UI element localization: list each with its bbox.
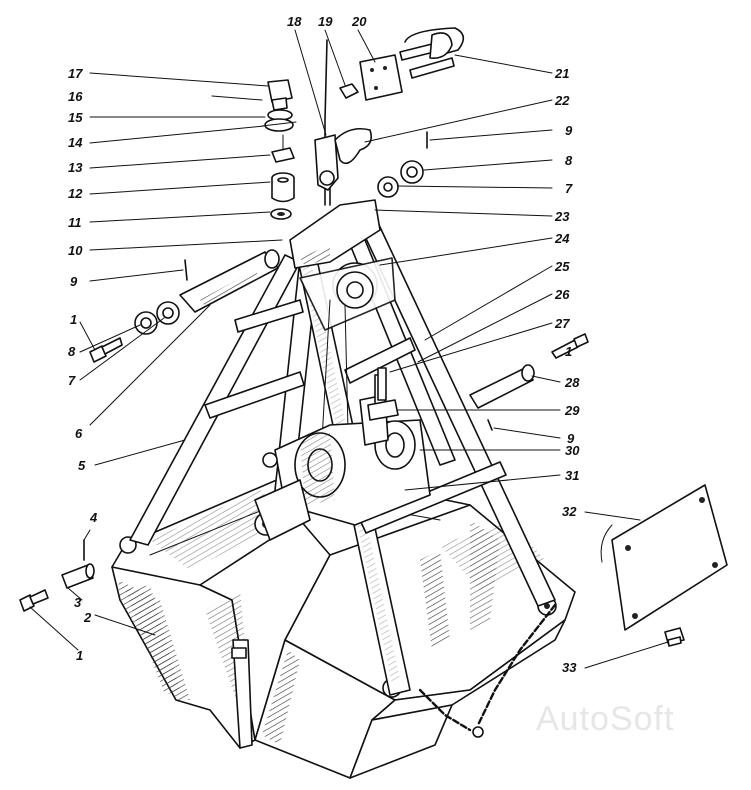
callout-7-left: 7 <box>68 373 76 388</box>
safety-chain <box>418 603 557 738</box>
callout-24: 24 <box>554 231 570 246</box>
callout-17: 17 <box>68 66 83 81</box>
part-6-axle <box>179 249 280 313</box>
callout-12: 12 <box>68 186 83 201</box>
part-27-bolt <box>377 367 387 401</box>
part-1-bolt-right <box>551 333 589 359</box>
callout-33: 33 <box>562 660 577 675</box>
callout-3: 3 <box>74 595 82 610</box>
callout-13: 13 <box>68 160 83 175</box>
part-29-bracket <box>367 399 399 421</box>
part-21-u-bolt <box>399 27 465 79</box>
callout-26: 26 <box>554 287 570 302</box>
part-1-bolt-left <box>89 337 123 363</box>
callout-6: 6 <box>75 426 83 441</box>
part-32-plate <box>600 484 728 631</box>
part-19-nut <box>339 83 359 99</box>
part-3-pin <box>61 563 95 589</box>
callout-9-right-top: 9 <box>565 123 573 138</box>
callout-5: 5 <box>78 458 86 473</box>
part-7-washer-top <box>377 176 399 198</box>
callout-30: 30 <box>565 443 580 458</box>
part-9-pin-right <box>487 419 493 431</box>
callout-8-right: 8 <box>565 153 573 168</box>
watermark-text: AutoSoft <box>536 700 675 738</box>
callout-10: 10 <box>68 243 83 258</box>
callout-4: 4 <box>89 510 98 525</box>
callout-15: 15 <box>68 110 83 125</box>
callout-25: 25 <box>554 259 570 274</box>
callout-7-right: 7 <box>565 181 573 196</box>
callout-1-right: 1 <box>565 344 572 359</box>
part-12-bushing <box>271 172 295 203</box>
part-28-axle <box>469 364 535 409</box>
callout-1-bottom: 1 <box>76 648 83 663</box>
part-33-bolt <box>664 627 685 647</box>
callout-16: 16 <box>68 89 83 104</box>
callout-31: 31 <box>565 468 579 483</box>
callout-27: 27 <box>554 316 570 331</box>
part-15-washer <box>264 118 294 132</box>
callout-1-left: 1 <box>70 312 77 327</box>
callout-11: 11 <box>68 215 82 230</box>
callout-21: 21 <box>554 66 569 81</box>
leader-lines <box>29 29 669 669</box>
part-18-eye-bolt <box>314 134 339 191</box>
callout-9-right: 9 <box>567 431 575 446</box>
part-8-nut-top <box>400 160 424 184</box>
callout-29: 29 <box>564 403 580 418</box>
callout-14: 14 <box>68 135 83 150</box>
callout-19: 19 <box>318 14 333 29</box>
callout-8-left: 8 <box>68 344 76 359</box>
callout-20: 20 <box>351 14 367 29</box>
callout-32: 32 <box>562 504 577 519</box>
callout-2: 2 <box>83 610 92 625</box>
part-22-link <box>334 127 373 165</box>
part-17-bolt <box>267 79 293 111</box>
part-14-nut <box>271 134 295 163</box>
part-1-bolt-bottom <box>19 589 49 612</box>
part-9-pin-left <box>184 259 188 281</box>
callout-22: 22 <box>554 93 570 108</box>
part-20-plate <box>359 54 403 101</box>
callout-23: 23 <box>554 209 570 224</box>
callout-labels: 17 16 15 14 13 12 11 10 9 1 8 7 6 5 4 3 … <box>68 14 580 675</box>
lower-block <box>254 374 431 541</box>
callout-9-left: 9 <box>70 274 78 289</box>
callout-28: 28 <box>564 375 580 390</box>
callout-18: 18 <box>287 14 302 29</box>
